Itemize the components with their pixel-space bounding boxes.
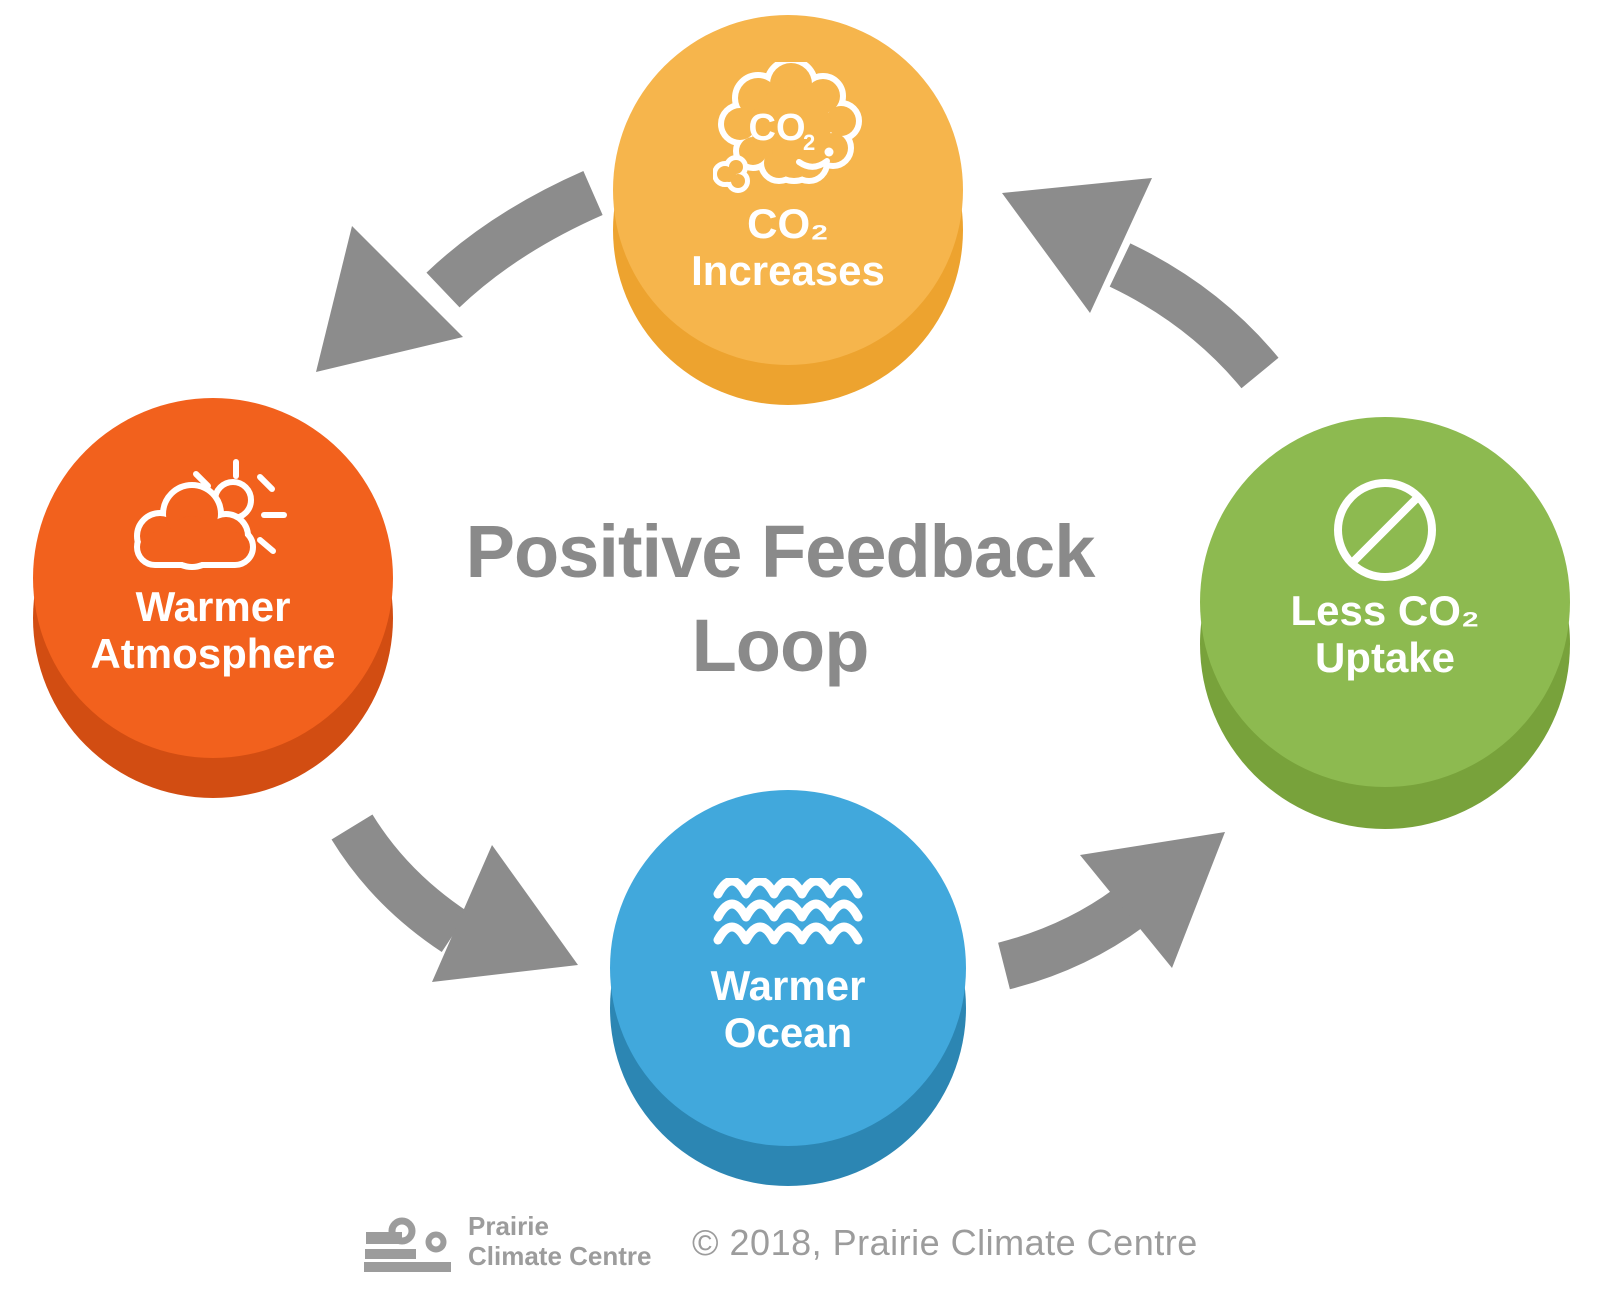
node-label-line2: Increases: [691, 247, 885, 294]
node-co2-increases: CO 2 CO₂ Increases: [613, 15, 963, 405]
icon-co2-text: CO: [749, 107, 806, 149]
logo-wordmark: Prairie Climate Centre: [468, 1211, 652, 1271]
node-label-line2: Uptake: [1314, 634, 1456, 681]
arrow-uptake-to-co2-icon: [1002, 178, 1279, 389]
logo-name-line1: Prairie: [468, 1211, 549, 1241]
node-label-line1: Less CO₂: [1290, 587, 1480, 634]
co2-thought-cloud-icon: CO 2: [713, 62, 863, 195]
node-warmer-atmosphere: Warmer Atmosphere: [33, 398, 393, 798]
node-label: Less CO₂ Uptake: [1200, 587, 1570, 681]
node-disc: CO 2 CO₂ Increases: [613, 15, 963, 365]
node-warmer-ocean: Warmer Ocean: [610, 790, 966, 1186]
ocean-waves-icon: [713, 878, 863, 945]
node-disc: Warmer Atmosphere: [33, 398, 393, 758]
node-label: Warmer Ocean: [610, 962, 966, 1056]
arrow-co2-to-atmosphere-icon: [316, 171, 603, 372]
page-title: Positive Feedback Loop: [180, 505, 1380, 693]
node-label-line1: Warmer: [135, 583, 291, 630]
no-symbol-icon: [1334, 479, 1436, 581]
node-label-line1: Warmer: [710, 962, 866, 1009]
node-label-line1: CO₂: [747, 200, 829, 247]
sun-behind-cloud-icon: [130, 459, 287, 573]
logo-name-line2: Climate Centre: [468, 1241, 652, 1271]
arrow-atmosphere-to-ocean-icon: [331, 814, 578, 982]
page-title-line2: Loop: [691, 604, 870, 687]
arrow-ocean-to-uptake-icon: [997, 832, 1225, 990]
page-title-line1: Positive Feedback: [465, 510, 1096, 593]
node-label-line2: Ocean: [723, 1009, 853, 1056]
node-disc: Less CO₂ Uptake: [1200, 417, 1570, 787]
prairie-climate-centre-logo-icon: [364, 1217, 451, 1272]
copyright-text: © 2018, Prairie Climate Centre: [692, 1222, 1198, 1263]
node-label-line2: Atmosphere: [90, 630, 336, 677]
icon-co2-subscript: 2: [803, 130, 815, 155]
node-label: CO₂ Increases: [613, 200, 963, 294]
node-label: Warmer Atmosphere: [33, 583, 393, 677]
node-less-co2-uptake: Less CO₂ Uptake: [1200, 417, 1570, 829]
node-disc: Warmer Ocean: [610, 790, 966, 1146]
